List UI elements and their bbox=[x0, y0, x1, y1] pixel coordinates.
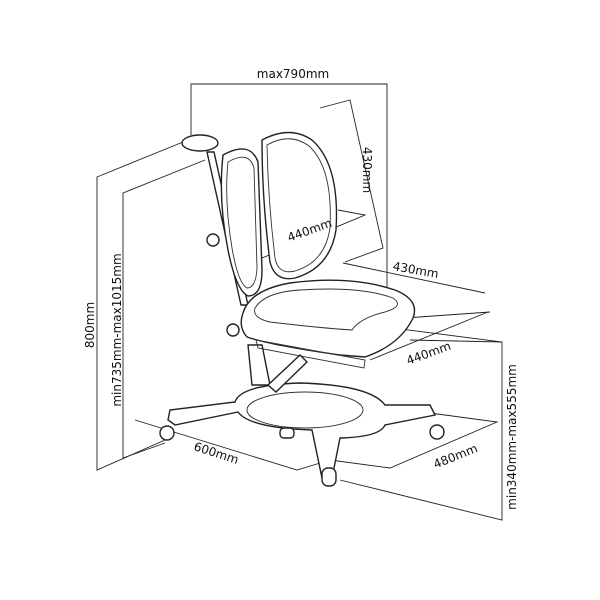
label-adjustable-height: min735mm-max1015mm bbox=[110, 253, 124, 406]
height-knob-upper bbox=[206, 233, 220, 247]
backrest-height-dimension-line bbox=[319, 99, 384, 263]
label-backrest-height: 430mm bbox=[360, 147, 374, 193]
backrest-left-lobe bbox=[220, 148, 263, 297]
seat-mechanism bbox=[255, 339, 366, 369]
backrest-left-lobe-inner bbox=[226, 156, 258, 289]
label-base-width: 600mm bbox=[192, 439, 240, 467]
caster-back bbox=[279, 427, 295, 439]
seat-height-dimension-line bbox=[339, 324, 503, 521]
label-base-depth: 480mm bbox=[431, 441, 479, 471]
seat-lever bbox=[266, 354, 308, 393]
label-max-width: max790mm bbox=[257, 67, 329, 81]
base-depth-dimension-line bbox=[329, 412, 499, 469]
label-seat-depth: 430mm bbox=[392, 259, 440, 281]
backrest-right-lobe bbox=[261, 131, 338, 280]
height-knob-lower bbox=[226, 323, 240, 337]
seat-depth-dimension-line bbox=[342, 262, 491, 319]
seat-cushion bbox=[240, 279, 416, 358]
base-footrest bbox=[246, 391, 364, 429]
seat-width-dimension-line bbox=[369, 311, 503, 361]
chair-drawing bbox=[159, 131, 445, 487]
label-overall-height: 800mm bbox=[83, 302, 97, 348]
max-width-dimension-line bbox=[190, 83, 388, 330]
gas-column bbox=[247, 344, 271, 386]
backrest-right-lobe-inner bbox=[266, 138, 331, 273]
caster-front-right bbox=[429, 424, 445, 440]
chair-base bbox=[167, 382, 437, 479]
caster-front-left bbox=[159, 425, 175, 441]
caster-front bbox=[321, 467, 337, 487]
backpack-hook bbox=[181, 134, 219, 152]
seat-cushion-inner bbox=[254, 288, 398, 331]
adjustable-height-dimension-line bbox=[122, 159, 206, 459]
label-seat-height: min340mm-max555mm bbox=[505, 364, 519, 510]
